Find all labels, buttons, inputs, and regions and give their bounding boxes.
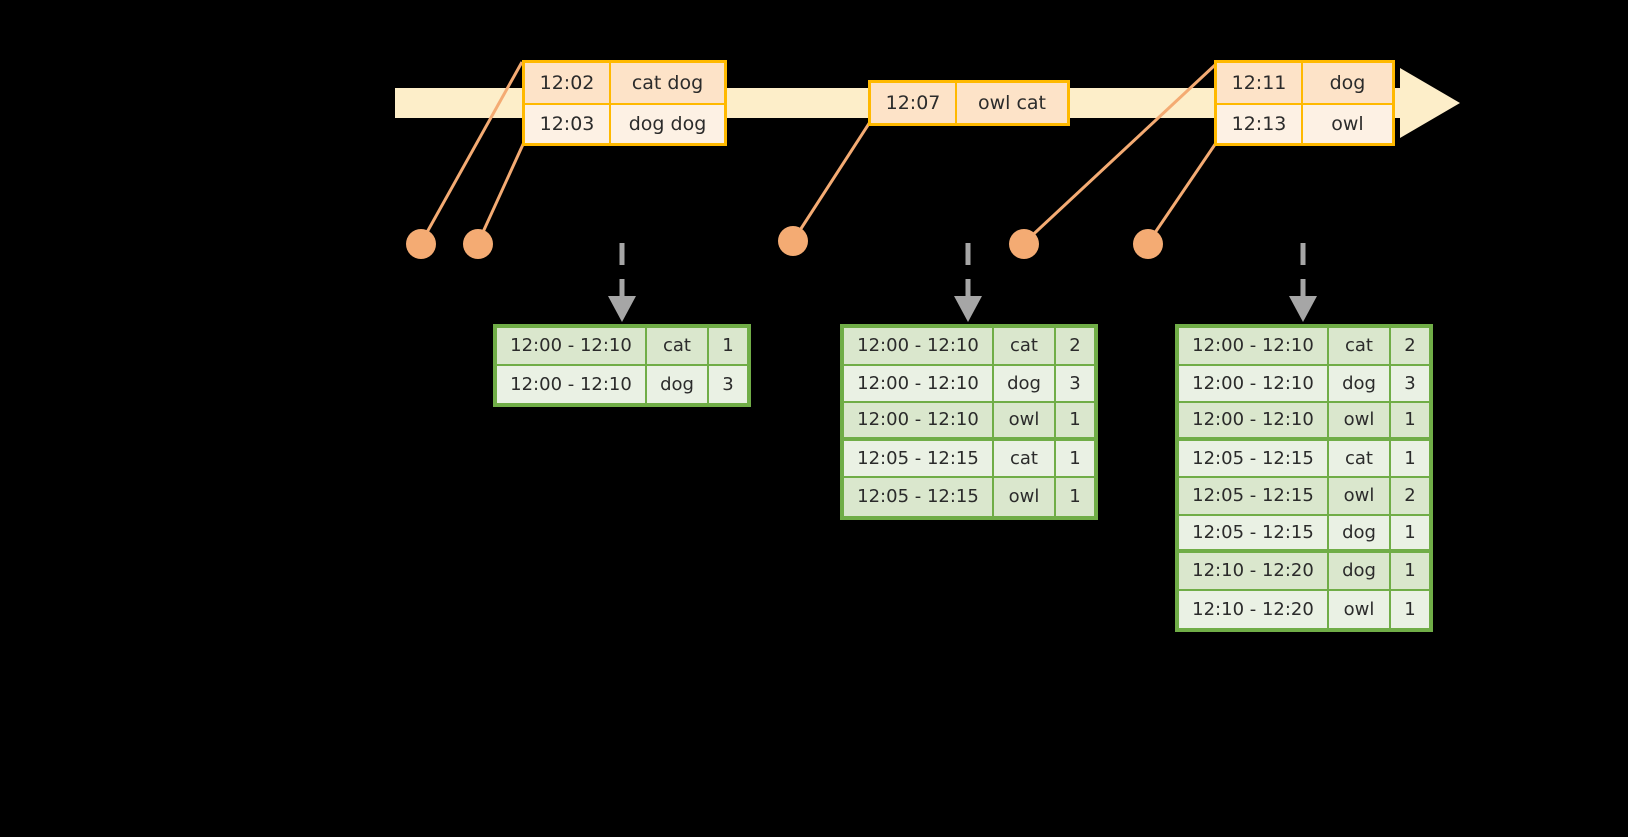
table-row[interactable]: 12:00 - 12:10 owl 1	[844, 403, 1094, 441]
table-row[interactable]: 12:05 - 12:15 dog 1	[1179, 515, 1429, 553]
table-row[interactable]: 12:05 - 12:15 cat 1	[1179, 440, 1429, 478]
word-cell: cat	[994, 440, 1056, 476]
event-time: 12:02	[525, 63, 611, 103]
count-cell: 3	[722, 373, 734, 395]
word-cell: owl	[1329, 478, 1391, 514]
count-cell: 1	[1069, 486, 1081, 508]
table-row[interactable]: 12:10 - 12:20 owl 1	[1179, 590, 1429, 628]
table-row[interactable]: 12:05 - 12:15 owl 2	[1179, 478, 1429, 516]
event-dot-3	[778, 226, 808, 256]
event-row[interactable]: 12:07 owl cat	[871, 83, 1067, 123]
window-cell: 12:00 - 12:10	[497, 328, 647, 364]
event-words: dog	[1329, 72, 1366, 94]
event-time: 12:11	[1217, 63, 1303, 103]
window-cell: 12:05 - 12:15	[844, 440, 994, 476]
table-row[interactable]: 12:00 - 12:10 dog 3	[1179, 365, 1429, 403]
event-words: cat dog	[631, 72, 704, 94]
table-row[interactable]: 12:00 - 12:10 cat 2	[1179, 328, 1429, 366]
window-cell: 12:05 - 12:15	[1179, 440, 1329, 476]
result-table-3[interactable]: 12:00 - 12:10 cat 2 12:00 - 12:10 dog 3 …	[1175, 324, 1433, 632]
trigger-arrows	[619, 243, 1306, 298]
window-cell: 12:00 - 12:10	[844, 365, 994, 401]
count-cell: 2	[1404, 335, 1416, 357]
word-cell: owl	[1329, 590, 1391, 628]
window-cell: 12:00 - 12:10	[844, 328, 994, 364]
event-words: owl cat	[977, 92, 1047, 114]
window-cell: 12:00 - 12:10	[844, 403, 994, 437]
count-cell: 2	[1404, 485, 1416, 507]
count-cell: 3	[1404, 372, 1416, 394]
window-cell: 12:00 - 12:10	[497, 365, 647, 403]
window-cell: 12:00 - 12:10	[1179, 403, 1329, 437]
event-dot-2	[463, 229, 493, 259]
word-cell: cat	[994, 328, 1056, 364]
event-group-2[interactable]: 12:07 owl cat	[868, 80, 1070, 126]
event-row[interactable]: 12:13 owl	[1217, 103, 1392, 143]
window-cell: 12:05 - 12:15	[1179, 515, 1329, 549]
count-cell: 1	[1404, 447, 1416, 469]
table-row[interactable]: 12:00 - 12:10 cat 2	[844, 328, 1094, 366]
table-row[interactable]: 12:05 - 12:15 cat 1	[844, 440, 1094, 478]
table-row[interactable]: 12:10 - 12:20 dog 1	[1179, 553, 1429, 591]
event-time: 12:03	[525, 105, 611, 143]
word-cell: owl	[1329, 403, 1391, 437]
event-time: 12:13	[1217, 105, 1303, 143]
window-cell: 12:05 - 12:15	[844, 478, 994, 516]
event-row[interactable]: 12:11 dog	[1217, 63, 1392, 103]
word-cell: dog	[1329, 365, 1391, 401]
word-cell: cat	[1329, 440, 1391, 476]
event-group-3[interactable]: 12:11 dog 12:13 owl	[1214, 60, 1395, 146]
trigger-arrow-heads	[608, 296, 1317, 322]
count-cell: 1	[1069, 409, 1081, 431]
count-cell: 2	[1069, 335, 1081, 357]
window-cell: 12:10 - 12:20	[1179, 553, 1329, 589]
event-time: 12:07	[871, 83, 957, 123]
word-cell: cat	[647, 328, 709, 364]
event-dot-4	[1009, 229, 1039, 259]
table-row[interactable]: 12:00 - 12:10 cat 1	[497, 328, 747, 366]
window-cell: 12:00 - 12:10	[1179, 328, 1329, 364]
table-row[interactable]: 12:00 - 12:10 dog 3	[844, 365, 1094, 403]
window-cell: 12:05 - 12:15	[1179, 478, 1329, 514]
word-cell: dog	[1329, 515, 1391, 549]
count-cell: 3	[1069, 372, 1081, 394]
word-cell: dog	[647, 365, 709, 403]
count-cell: 1	[722, 335, 734, 357]
window-cell: 12:00 - 12:10	[1179, 365, 1329, 401]
table-row[interactable]: 12:00 - 12:10 dog 3	[497, 365, 747, 403]
event-row[interactable]: 12:03 dog dog	[525, 103, 724, 143]
count-cell: 1	[1404, 409, 1416, 431]
word-cell: dog	[1329, 553, 1391, 589]
count-cell: 1	[1404, 521, 1416, 543]
event-words: dog dog	[628, 113, 707, 135]
word-cell: owl	[994, 478, 1056, 516]
result-table-1[interactable]: 12:00 - 12:10 cat 1 12:00 - 12:10 dog 3	[493, 324, 751, 407]
result-table-2[interactable]: 12:00 - 12:10 cat 2 12:00 - 12:10 dog 3 …	[840, 324, 1098, 520]
table-row[interactable]: 12:05 - 12:15 owl 1	[844, 478, 1094, 516]
event-row[interactable]: 12:02 cat dog	[525, 63, 724, 103]
count-cell: 1	[1069, 447, 1081, 469]
event-dot-1	[406, 229, 436, 259]
event-dots	[406, 226, 1163, 259]
count-cell: 1	[1404, 598, 1416, 620]
window-cell: 12:10 - 12:20	[1179, 590, 1329, 628]
word-cell: dog	[994, 365, 1056, 401]
event-group-1[interactable]: 12:02 cat dog 12:03 dog dog	[522, 60, 727, 146]
count-cell: 1	[1404, 560, 1416, 582]
word-cell: cat	[1329, 328, 1391, 364]
word-cell: owl	[994, 403, 1056, 437]
table-row[interactable]: 12:00 - 12:10 owl 1	[1179, 403, 1429, 441]
event-dot-5	[1133, 229, 1163, 259]
event-words: owl	[1331, 113, 1364, 135]
